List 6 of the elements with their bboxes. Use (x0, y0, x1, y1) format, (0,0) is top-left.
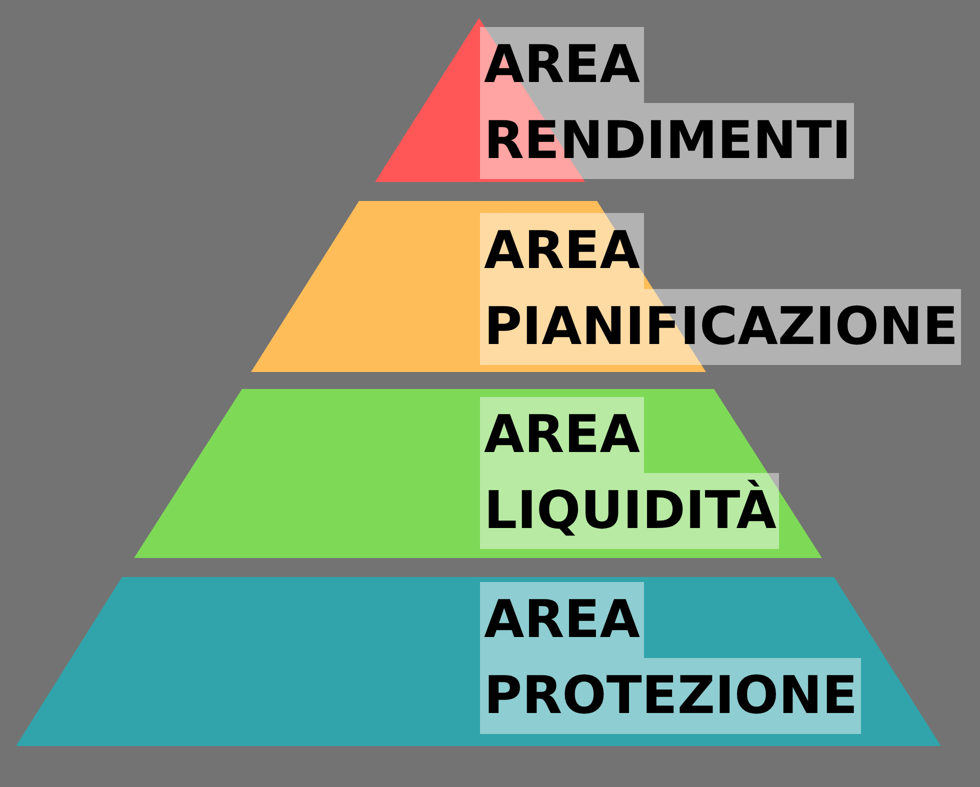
pyramid-tier (134, 389, 822, 558)
tier-label: AREA RENDIMENTI (480, 27, 854, 179)
tier-label: AREA PROTEZIONE (480, 582, 861, 734)
tier-label: AREA PIANIFICAZIONE (480, 213, 962, 365)
tier-label: AREA LIQUIDITÀ (480, 397, 780, 549)
pyramid-tier (16, 577, 941, 746)
